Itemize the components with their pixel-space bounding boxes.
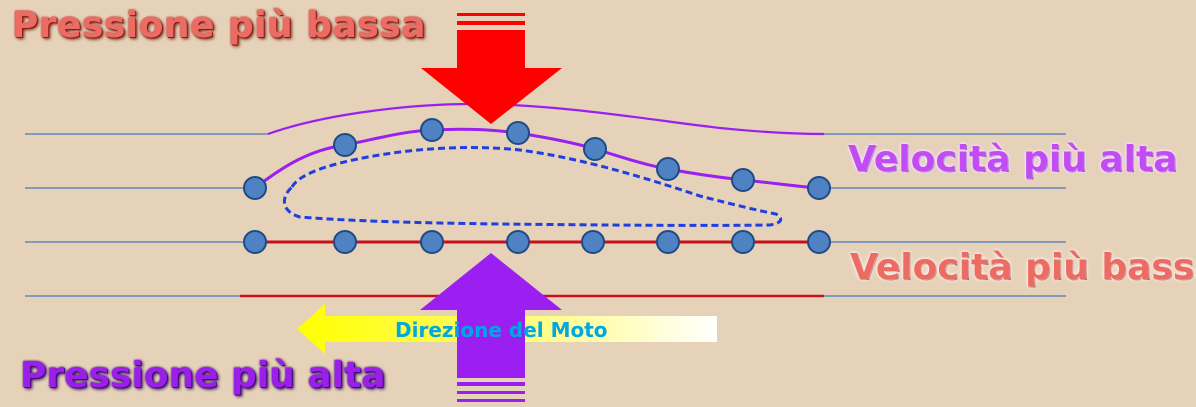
particle — [731, 230, 755, 254]
particle — [656, 157, 680, 181]
particle — [333, 133, 357, 157]
particle — [243, 230, 267, 254]
airfoil-outline — [283, 146, 783, 227]
particle — [656, 230, 680, 254]
upper-particles — [243, 118, 831, 200]
particle — [420, 230, 444, 254]
particle — [420, 118, 444, 142]
lower-particles — [243, 230, 831, 254]
low-speed-label: Velocità più bassa — [850, 247, 1196, 288]
particle — [731, 168, 755, 192]
particle — [333, 230, 357, 254]
particle — [506, 230, 530, 254]
high-speed-label: Velocità più alta — [848, 139, 1178, 180]
low-pressure-arrow — [421, 13, 562, 124]
low-pressure-label: Pressione più bassa — [12, 5, 427, 46]
particle — [807, 230, 831, 254]
particle — [243, 176, 267, 200]
high-pressure-arrow — [420, 253, 562, 402]
particle — [807, 176, 831, 200]
particle — [583, 137, 607, 161]
particle — [506, 121, 530, 145]
particle — [581, 230, 605, 254]
motion-direction-label: Direzione del Moto — [395, 318, 608, 342]
upper-flow-line-thin — [267, 102, 825, 136]
high-pressure-label: Pressione più alta — [20, 355, 386, 396]
